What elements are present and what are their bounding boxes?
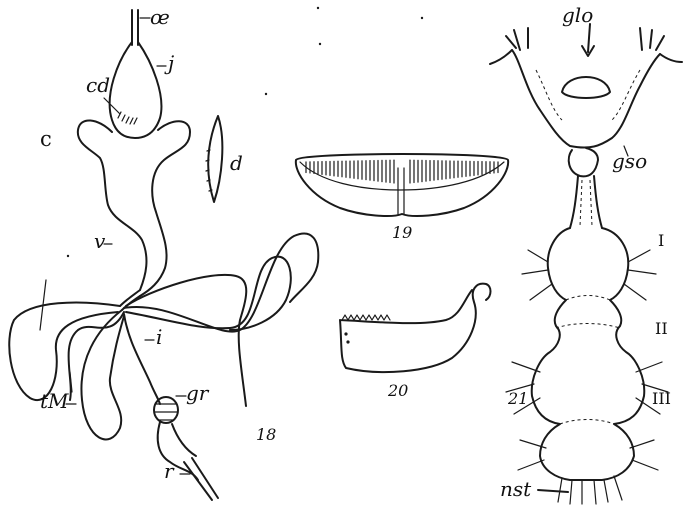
malpighian-tubule-loop-2: [81, 310, 124, 439]
oesophagus-drawing: [132, 10, 138, 45]
label-v: v: [94, 229, 106, 253]
print-speck: [317, 7, 319, 9]
label-gr: gr: [186, 381, 210, 405]
figure-number-21: 21: [507, 389, 528, 408]
segment-label-1: I: [658, 231, 664, 250]
malpighian-tubule-loop-1: [9, 303, 120, 401]
label-tm: tM: [40, 389, 69, 413]
label-nst: nst: [500, 477, 532, 501]
segment-label-3: III: [652, 389, 671, 408]
figure-number-18: 18: [256, 425, 276, 444]
nerve-connective-dashed: [580, 180, 592, 226]
lateral-nerves: [506, 250, 668, 470]
tooth-drawing: [208, 116, 222, 202]
figure-number-19: 19: [392, 223, 412, 242]
figure-19-plate: [296, 154, 508, 216]
label-glo: glo: [562, 3, 593, 27]
plate-outline: [296, 154, 508, 216]
label-crop: j: [164, 51, 174, 75]
mandible-pit: [344, 332, 347, 335]
figure-number-20: 20: [387, 381, 408, 400]
plate-midline: [398, 168, 404, 214]
nst-arrow: [538, 490, 568, 492]
crop-drawing: [110, 42, 162, 138]
rectum-tail: [184, 458, 218, 500]
label-gso: gso: [612, 149, 647, 173]
mandible-drawing: [340, 284, 491, 372]
glo-arrow: [582, 24, 594, 56]
rectal-gland-lines: [155, 404, 177, 420]
malpighian-tubule-loop-3: [69, 312, 124, 400]
figure-d-tooth: [206, 116, 222, 202]
brain-lobe-left: [490, 28, 528, 64]
thoracic-ganglia-outline: [532, 228, 645, 480]
label-d: d: [230, 151, 243, 175]
ganglion-boundary-2: [560, 420, 614, 425]
figure-21-nervous-system: [490, 24, 682, 504]
nerve-connective-right: [594, 176, 602, 228]
ocellar-ring-glo: [562, 77, 610, 98]
segment-label-2: II: [655, 319, 668, 338]
figure-20-mandible: [340, 284, 491, 372]
print-speck: [67, 255, 69, 257]
proventriculus-drawing: [78, 120, 190, 296]
label-i: i: [156, 325, 162, 349]
intestine-drawing: [124, 314, 160, 404]
nerve-connective-left: [570, 176, 578, 228]
label-r: r: [164, 459, 175, 483]
plate-ridges: [306, 160, 498, 183]
subesophageal-ganglion: [569, 148, 598, 176]
label-c: c: [40, 127, 52, 151]
crop-denticles: [118, 112, 137, 124]
ganglion-boundary-1: [566, 296, 610, 301]
rectal-gland-drawing: [154, 397, 178, 423]
print-speck: [319, 43, 321, 45]
label-cd: cd: [86, 73, 110, 97]
print-speck: [421, 17, 423, 19]
mandible-teeth: [342, 315, 390, 320]
brain-lobe-right: [640, 28, 682, 62]
leader-cd: [104, 98, 120, 114]
print-speck: [265, 93, 267, 95]
mandible-pit: [346, 340, 349, 343]
label-oesophagus: œ: [150, 5, 170, 29]
ganglion-boundary-3: [556, 324, 620, 329]
